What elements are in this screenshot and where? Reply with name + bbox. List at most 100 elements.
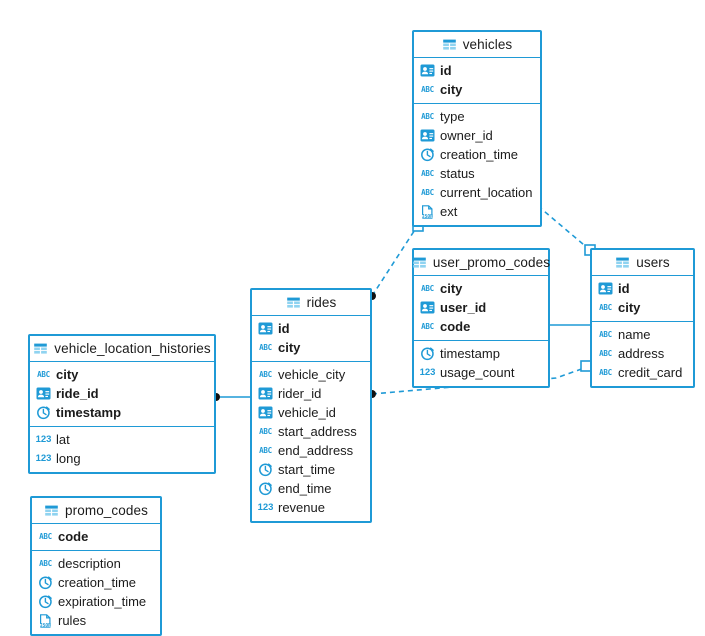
- abc-icon: ABC: [421, 187, 434, 197]
- field-label: current_location: [440, 185, 533, 200]
- 123-icon: 123: [419, 366, 436, 378]
- table-title-label: vehicles: [462, 37, 513, 52]
- field-label: timestamp: [56, 405, 122, 420]
- primary-key-row[interactable]: id: [592, 279, 693, 298]
- primary-key-row[interactable]: user_id: [414, 298, 548, 317]
- column-row[interactable]: creation_time: [414, 145, 540, 164]
- table-grid-icon: [33, 341, 48, 356]
- field-label: city: [440, 82, 463, 97]
- abc-icon: ABC: [259, 369, 272, 379]
- field-label: timestamp: [440, 346, 500, 361]
- column-row[interactable]: ABC current_location: [414, 183, 540, 202]
- abc-icon: ABC: [421, 321, 434, 331]
- table-header-user_promo_codes[interactable]: user_promo_codes: [412, 250, 551, 276]
- table-title-label: rides: [306, 295, 337, 310]
- clock-icon: [38, 594, 53, 609]
- column-row[interactable]: JSON rules: [32, 611, 160, 630]
- primary-key-row[interactable]: timestamp: [30, 403, 214, 422]
- field-label: user_id: [440, 300, 487, 315]
- column-row[interactable]: rider_id: [252, 384, 370, 403]
- table-header-vehicles[interactable]: vehicles: [414, 32, 540, 58]
- column-row[interactable]: timestamp: [414, 344, 548, 363]
- table-title-label: user_promo_codes: [432, 255, 551, 270]
- json-doc-icon: JSON: [420, 204, 435, 219]
- field-label: city: [56, 367, 79, 382]
- field-label: rider_id: [278, 386, 322, 401]
- column-row[interactable]: owner_id: [414, 126, 540, 145]
- column-row[interactable]: creation_time: [32, 573, 160, 592]
- clock-icon: [420, 346, 435, 361]
- table-grid-icon: [412, 255, 427, 270]
- id-card-icon: [420, 300, 435, 315]
- id-card-icon: [598, 281, 613, 296]
- primary-key-row[interactable]: id: [252, 319, 370, 338]
- column-row[interactable]: end_time: [252, 479, 370, 498]
- column-row[interactable]: expiration_time: [32, 592, 160, 611]
- primary-key-row[interactable]: id: [414, 61, 540, 80]
- json-doc-icon: JSON: [38, 613, 53, 628]
- table-title-label: vehicle_location_histories: [54, 341, 211, 356]
- field-label: description: [58, 556, 121, 571]
- table-header-vehicle_location_histories[interactable]: vehicle_location_histories: [30, 336, 214, 362]
- column-row[interactable]: vehicle_id: [252, 403, 370, 422]
- table-grid-icon: [286, 295, 301, 310]
- column-row[interactable]: start_time: [252, 460, 370, 479]
- column-row[interactable]: 123 revenue: [252, 498, 370, 517]
- id-card-icon: [420, 63, 435, 78]
- abc-icon: ABC: [259, 342, 272, 352]
- abc-icon: ABC: [259, 445, 272, 455]
- field-label: end_time: [278, 481, 332, 496]
- field-label: type: [440, 109, 465, 124]
- clock-icon: [420, 147, 435, 162]
- primary-key-row[interactable]: ride_id: [30, 384, 214, 403]
- field-label: owner_id: [440, 128, 493, 143]
- field-label: id: [440, 63, 452, 78]
- table-header-rides[interactable]: rides: [252, 290, 370, 316]
- clock-icon: [38, 575, 53, 590]
- field-label: revenue: [278, 500, 325, 515]
- relationship-vehicle-location-histories-to-rides[interactable]: [212, 393, 250, 401]
- 123-icon: 123: [257, 501, 274, 513]
- id-card-icon: [258, 321, 273, 336]
- field-label: long: [56, 451, 81, 466]
- field-label: address: [618, 346, 665, 361]
- table-header-promo_codes[interactable]: promo_codes: [32, 498, 160, 524]
- table-grid-icon: [44, 503, 59, 518]
- table-header-users[interactable]: users: [592, 250, 693, 276]
- table-title-label: users: [636, 255, 670, 270]
- field-label: rules: [58, 613, 87, 628]
- abc-icon: ABC: [599, 348, 612, 358]
- column-row[interactable]: ABC address: [592, 344, 693, 363]
- relationship-line: [537, 205, 591, 251]
- clock-icon: [36, 405, 51, 420]
